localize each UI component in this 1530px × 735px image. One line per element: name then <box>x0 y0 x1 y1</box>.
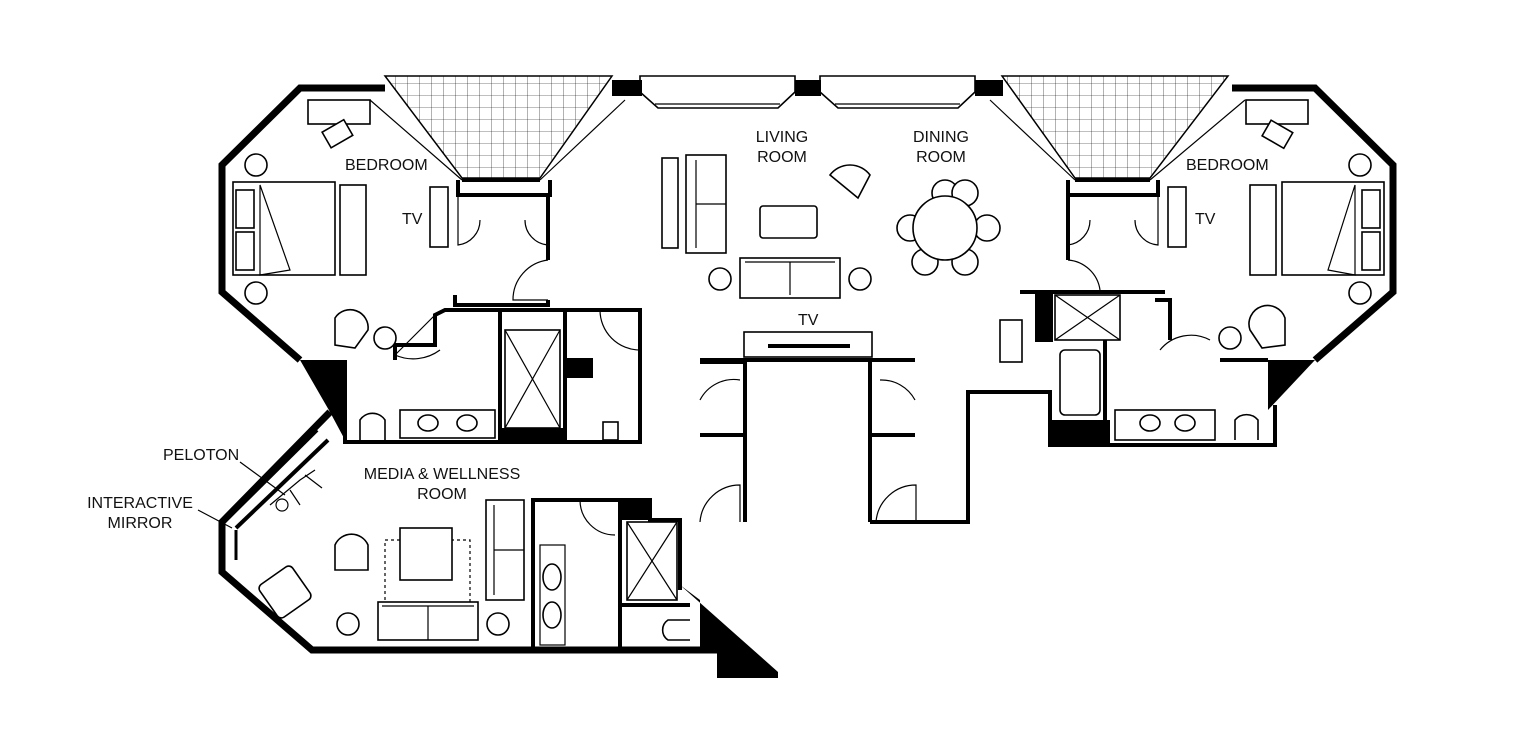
window-living <box>639 75 796 109</box>
window-dining <box>819 75 976 109</box>
mirror-line-2: MIRROR <box>107 515 173 532</box>
media-line-2: ROOM <box>417 486 467 503</box>
exterior-walls <box>218 84 1397 678</box>
callout-peloton: PELOTON <box>163 447 240 464</box>
tv-label-center: TV <box>798 312 819 329</box>
callout-interactive-mirror: INTERACTIVE MIRROR <box>84 494 196 534</box>
dining-line-2: ROOM <box>916 149 966 166</box>
room-label-media-wellness: MEDIA & WELLNESS ROOM <box>358 465 526 505</box>
media-room-furniture <box>197 461 690 646</box>
room-label-dining: DINING ROOM <box>908 128 974 168</box>
interior-walls <box>226 180 1277 650</box>
doors <box>394 195 1211 536</box>
room-label-bedroom-left: BEDROOM <box>345 157 428 174</box>
right-bedroom-furniture <box>999 99 1385 441</box>
room-label-living: LIVING ROOM <box>752 128 812 168</box>
dining-line-1: DINING <box>913 129 969 146</box>
tv-label-right: TV <box>1195 211 1216 228</box>
living-dining-furniture <box>661 154 1001 358</box>
tv-label-left: TV <box>402 211 423 228</box>
living-line-1: LIVING <box>755 129 809 146</box>
left-bedroom-furniture <box>232 99 619 441</box>
living-line-2: ROOM <box>757 149 807 166</box>
peloton-bike <box>269 469 323 512</box>
mirror-line-1: INTERACTIVE <box>87 495 193 512</box>
room-label-bedroom-right: BEDROOM <box>1186 157 1269 174</box>
media-line-1: MEDIA & WELLNESS <box>363 466 521 483</box>
